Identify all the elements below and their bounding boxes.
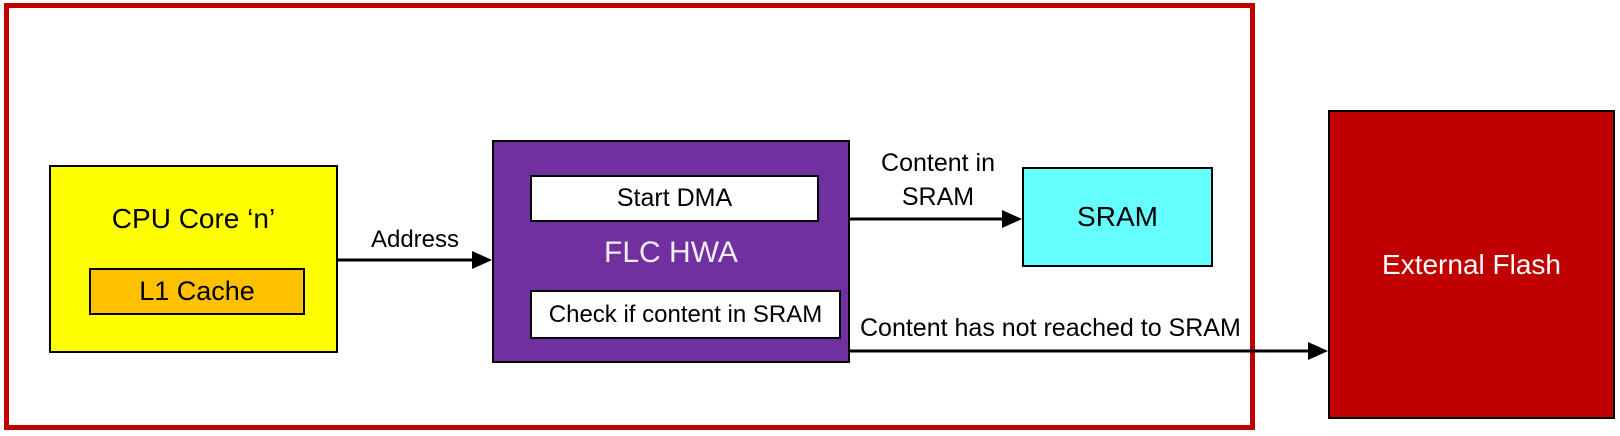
content-not-reached-edge-label: Content has not reached to SRAM bbox=[860, 314, 1241, 342]
start-dma-label: Start DMA bbox=[616, 184, 733, 212]
external-flash-box: External Flash bbox=[1328, 110, 1615, 419]
content-in-sram-edge-label: Content in SRAM bbox=[881, 149, 995, 211]
check-content-box: Check if content in SRAM bbox=[530, 290, 841, 339]
l1-cache-box: L1 Cache bbox=[89, 268, 305, 315]
sram-box: SRAM bbox=[1022, 167, 1213, 267]
external-flash-label: External Flash bbox=[1382, 248, 1561, 280]
system-boundary-rect bbox=[4, 3, 1255, 430]
cpu-core-label: CPU Core ‘n’ bbox=[111, 203, 276, 234]
address-edge-label: Address bbox=[370, 226, 460, 253]
start-dma-box: Start DMA bbox=[530, 175, 819, 222]
l1-cache-label: L1 Cache bbox=[139, 276, 255, 306]
flc-hwa-box: Start DMA FLC HWA Check if content in SR… bbox=[492, 140, 850, 363]
cpu-core-box: CPU Core ‘n’ L1 Cache bbox=[49, 165, 338, 353]
flc-hwa-label: FLC HWA bbox=[604, 236, 738, 269]
check-content-label: Check if content in SRAM bbox=[548, 300, 823, 328]
sram-label: SRAM bbox=[1077, 201, 1158, 232]
